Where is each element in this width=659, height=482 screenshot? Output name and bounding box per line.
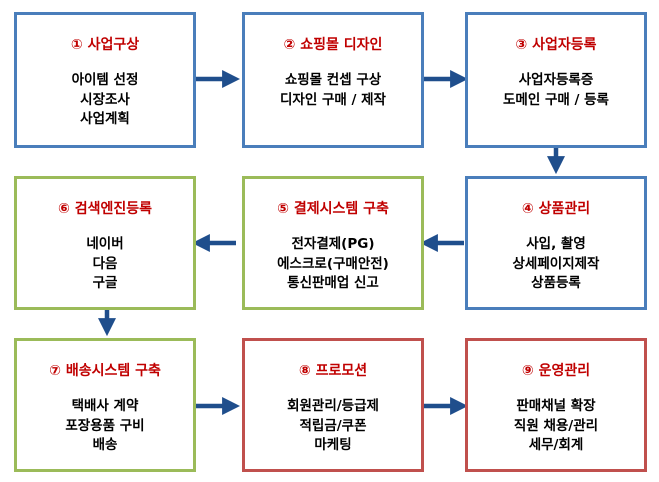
step-6-line-3: 구글 [92, 275, 118, 291]
step-4-line-3: 상품등록 [531, 275, 581, 291]
step-5-line-3: 통신판매업 신고 [287, 275, 379, 291]
step-7-line-2: 포장용품 구비 [65, 417, 145, 434]
step-4-line-2: 상세페이지제작 [512, 255, 600, 272]
step-5-box: ⑤ 결제시스템 구축 전자결제(PG) 에스크로(구매안전) 통신판매업 신고 [242, 176, 424, 310]
step-1-title: ① 사업구상 [70, 37, 140, 53]
step-1-line-1: 아이템 선정 [71, 72, 139, 88]
step-5-title: ⑤ 결제시스템 구축 [277, 201, 389, 217]
step-6-title: ⑥ 검색엔진등록 [57, 201, 152, 217]
step-6-box: ⑥ 검색엔진등록 네이버 다음 구글 [14, 176, 196, 310]
step-7-box: ⑦ 배송시스템 구축 택배사 계약 포장용품 구비 배송 [14, 338, 196, 472]
step-8-title: ⑧ 프로모션 [298, 363, 368, 379]
step-5-line-2: 에스크로(구매안전) [277, 255, 389, 272]
step-3-title: ③ 사업자등록 [515, 37, 597, 53]
step-5-line-1: 전자결제(PG) [291, 236, 375, 252]
step-8-line-3: 마케팅 [314, 437, 352, 453]
step-3-box: ③ 사업자등록 사업자등록증 도메인 구매 / 등록 [465, 12, 647, 148]
step-7-line-3: 배송 [92, 437, 118, 453]
step-6-line-2: 다음 [92, 255, 118, 272]
step-2-line-1: 쇼핑몰 컨셉 구상 [284, 72, 382, 88]
step-3-line-2: 도메인 구매 / 등록 [503, 91, 609, 108]
step-2-line-2: 디자인 구매 / 제작 [280, 91, 386, 108]
step-4-line-1: 사입, 촬영 [526, 236, 586, 252]
step-7-title: ⑦ 배송시스템 구축 [49, 363, 161, 379]
step-2-title: ② 쇼핑몰 디자인 [283, 37, 383, 53]
step-1-line-2: 시장조사 [80, 91, 130, 108]
step-9-line-2: 직원 채용/관리 [513, 417, 599, 434]
step-9-line-1: 판매채널 확장 [516, 398, 596, 414]
step-1-line-3: 사업계획 [80, 111, 130, 127]
step-8-box: ⑧ 프로모션 회원관리/등급제 적립금/쿠폰 마케팅 [242, 338, 424, 472]
step-1-box: ① 사업구상 아이템 선정 시장조사 사업계획 [14, 12, 196, 148]
step-8-line-2: 적립금/쿠폰 [299, 417, 367, 434]
step-4-box: ④ 상품관리 사입, 촬영 상세페이지제작 상품등록 [465, 176, 647, 310]
step-7-line-1: 택배사 계약 [71, 398, 139, 414]
step-9-title: ⑨ 운영관리 [521, 363, 591, 379]
step-9-line-3: 세무/회계 [528, 437, 584, 453]
step-2-box: ② 쇼핑몰 디자인 쇼핑몰 컨셉 구상 디자인 구매 / 제작 [242, 12, 424, 148]
step-3-line-1: 사업자등록증 [518, 72, 594, 88]
step-9-box: ⑨ 운영관리 판매채널 확장 직원 채용/관리 세무/회계 [465, 338, 647, 472]
step-8-line-1: 회원관리/등급제 [287, 398, 379, 414]
step-6-line-1: 네이버 [86, 236, 124, 252]
step-4-title: ④ 상품관리 [521, 201, 591, 217]
